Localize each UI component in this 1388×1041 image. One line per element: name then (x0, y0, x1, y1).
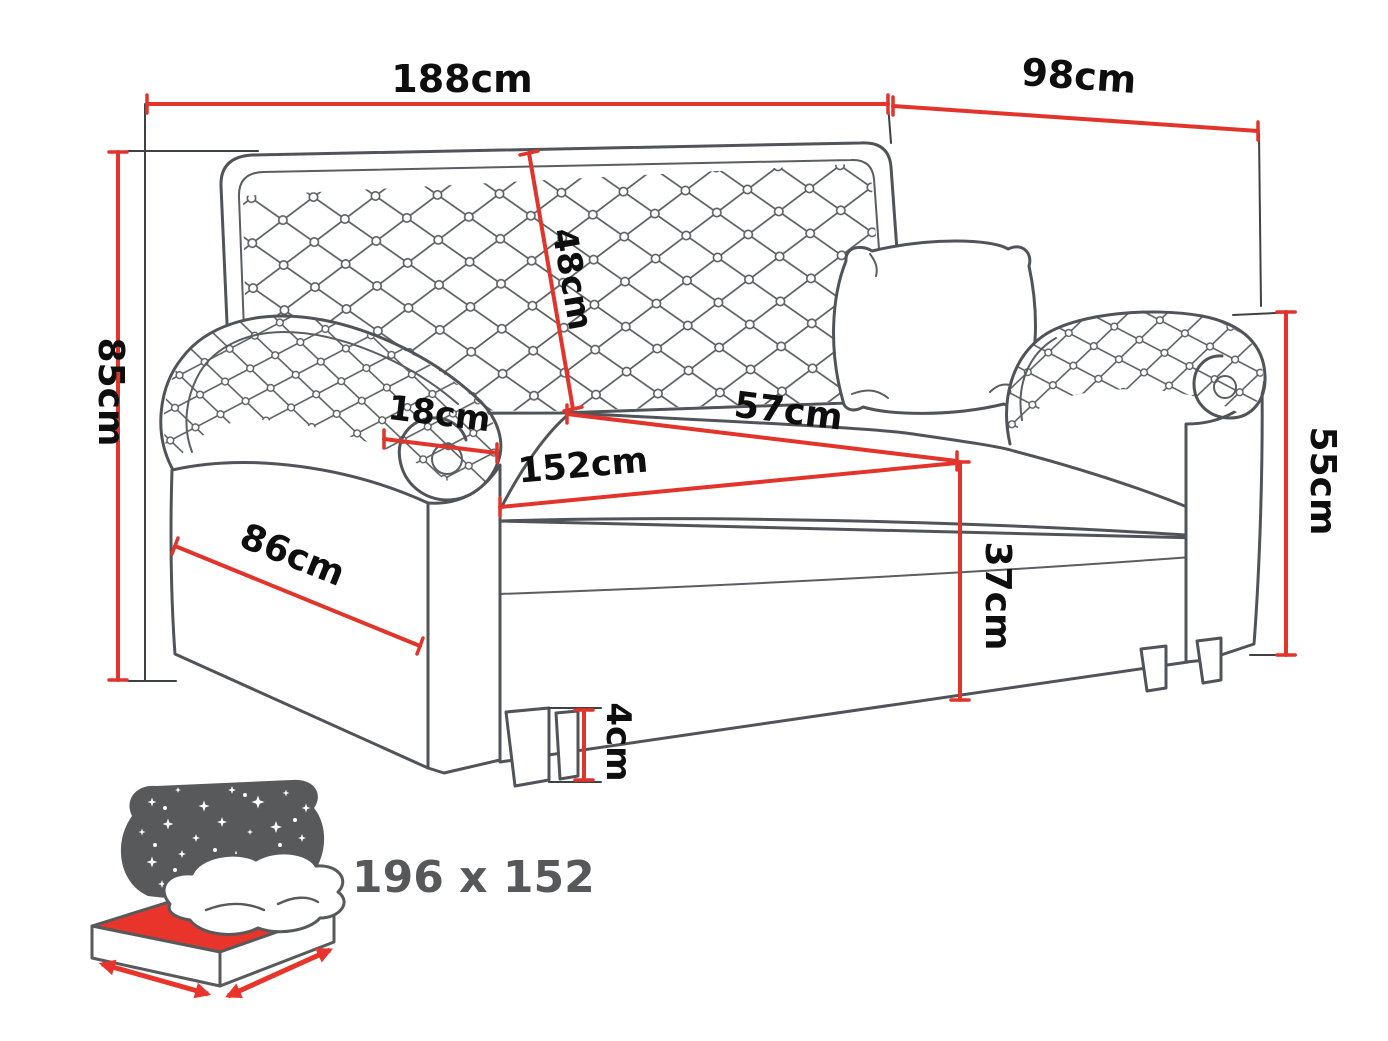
seat-surface (496, 411, 1245, 541)
dimension-width: 188cm (145, 57, 890, 115)
left-armrest (159, 314, 503, 775)
dimension-arm-height-label: 55cm (1302, 427, 1343, 536)
leg-bracket (548, 707, 602, 783)
right-arm-scroll-icon (1213, 375, 1237, 399)
dimension-seat-height: 37cm (949, 460, 1018, 702)
dimension-leg: 4cm (573, 702, 638, 782)
leg-right-2 (1195, 636, 1223, 685)
dimension-depth-label: 98cm (1020, 50, 1138, 102)
sleeping-area-label: 196 x 152 (352, 852, 595, 903)
leg-front-left-2 (554, 709, 580, 781)
base-seam (499, 555, 1206, 595)
dimension-height-label: 85cm (90, 338, 131, 447)
left-arm-front-face (426, 463, 502, 775)
dimension-seat-height-label: 37cm (977, 542, 1018, 651)
right-armrest (1005, 310, 1267, 664)
leg-front-left (504, 706, 551, 788)
right-armrest-tufting-pattern (1007, 312, 1264, 440)
pillow (832, 239, 1037, 415)
left-arm-scroll-icon (431, 443, 463, 475)
extension-lines (127, 103, 1297, 682)
dimension-depth: 98cm (891, 50, 1260, 142)
dimension-height: 85cm (90, 150, 131, 682)
left-armrest-tufting-pattern (163, 317, 500, 497)
leg-right-1 (1139, 644, 1168, 693)
left-side-panel (169, 461, 430, 770)
backrest-inner-frame (237, 158, 886, 412)
sleeping-area-icon: 196 x 152 (90, 779, 595, 999)
dimension-width-label: 188cm (391, 57, 532, 101)
mattress-arrows-icon (98, 947, 333, 999)
dimension-leg-label: 4cm (598, 702, 638, 781)
blanket-icon (162, 851, 346, 936)
legs (504, 636, 1223, 788)
dimension-arm-height: 55cm (1275, 310, 1343, 657)
sofa-illustration (159, 141, 1267, 788)
